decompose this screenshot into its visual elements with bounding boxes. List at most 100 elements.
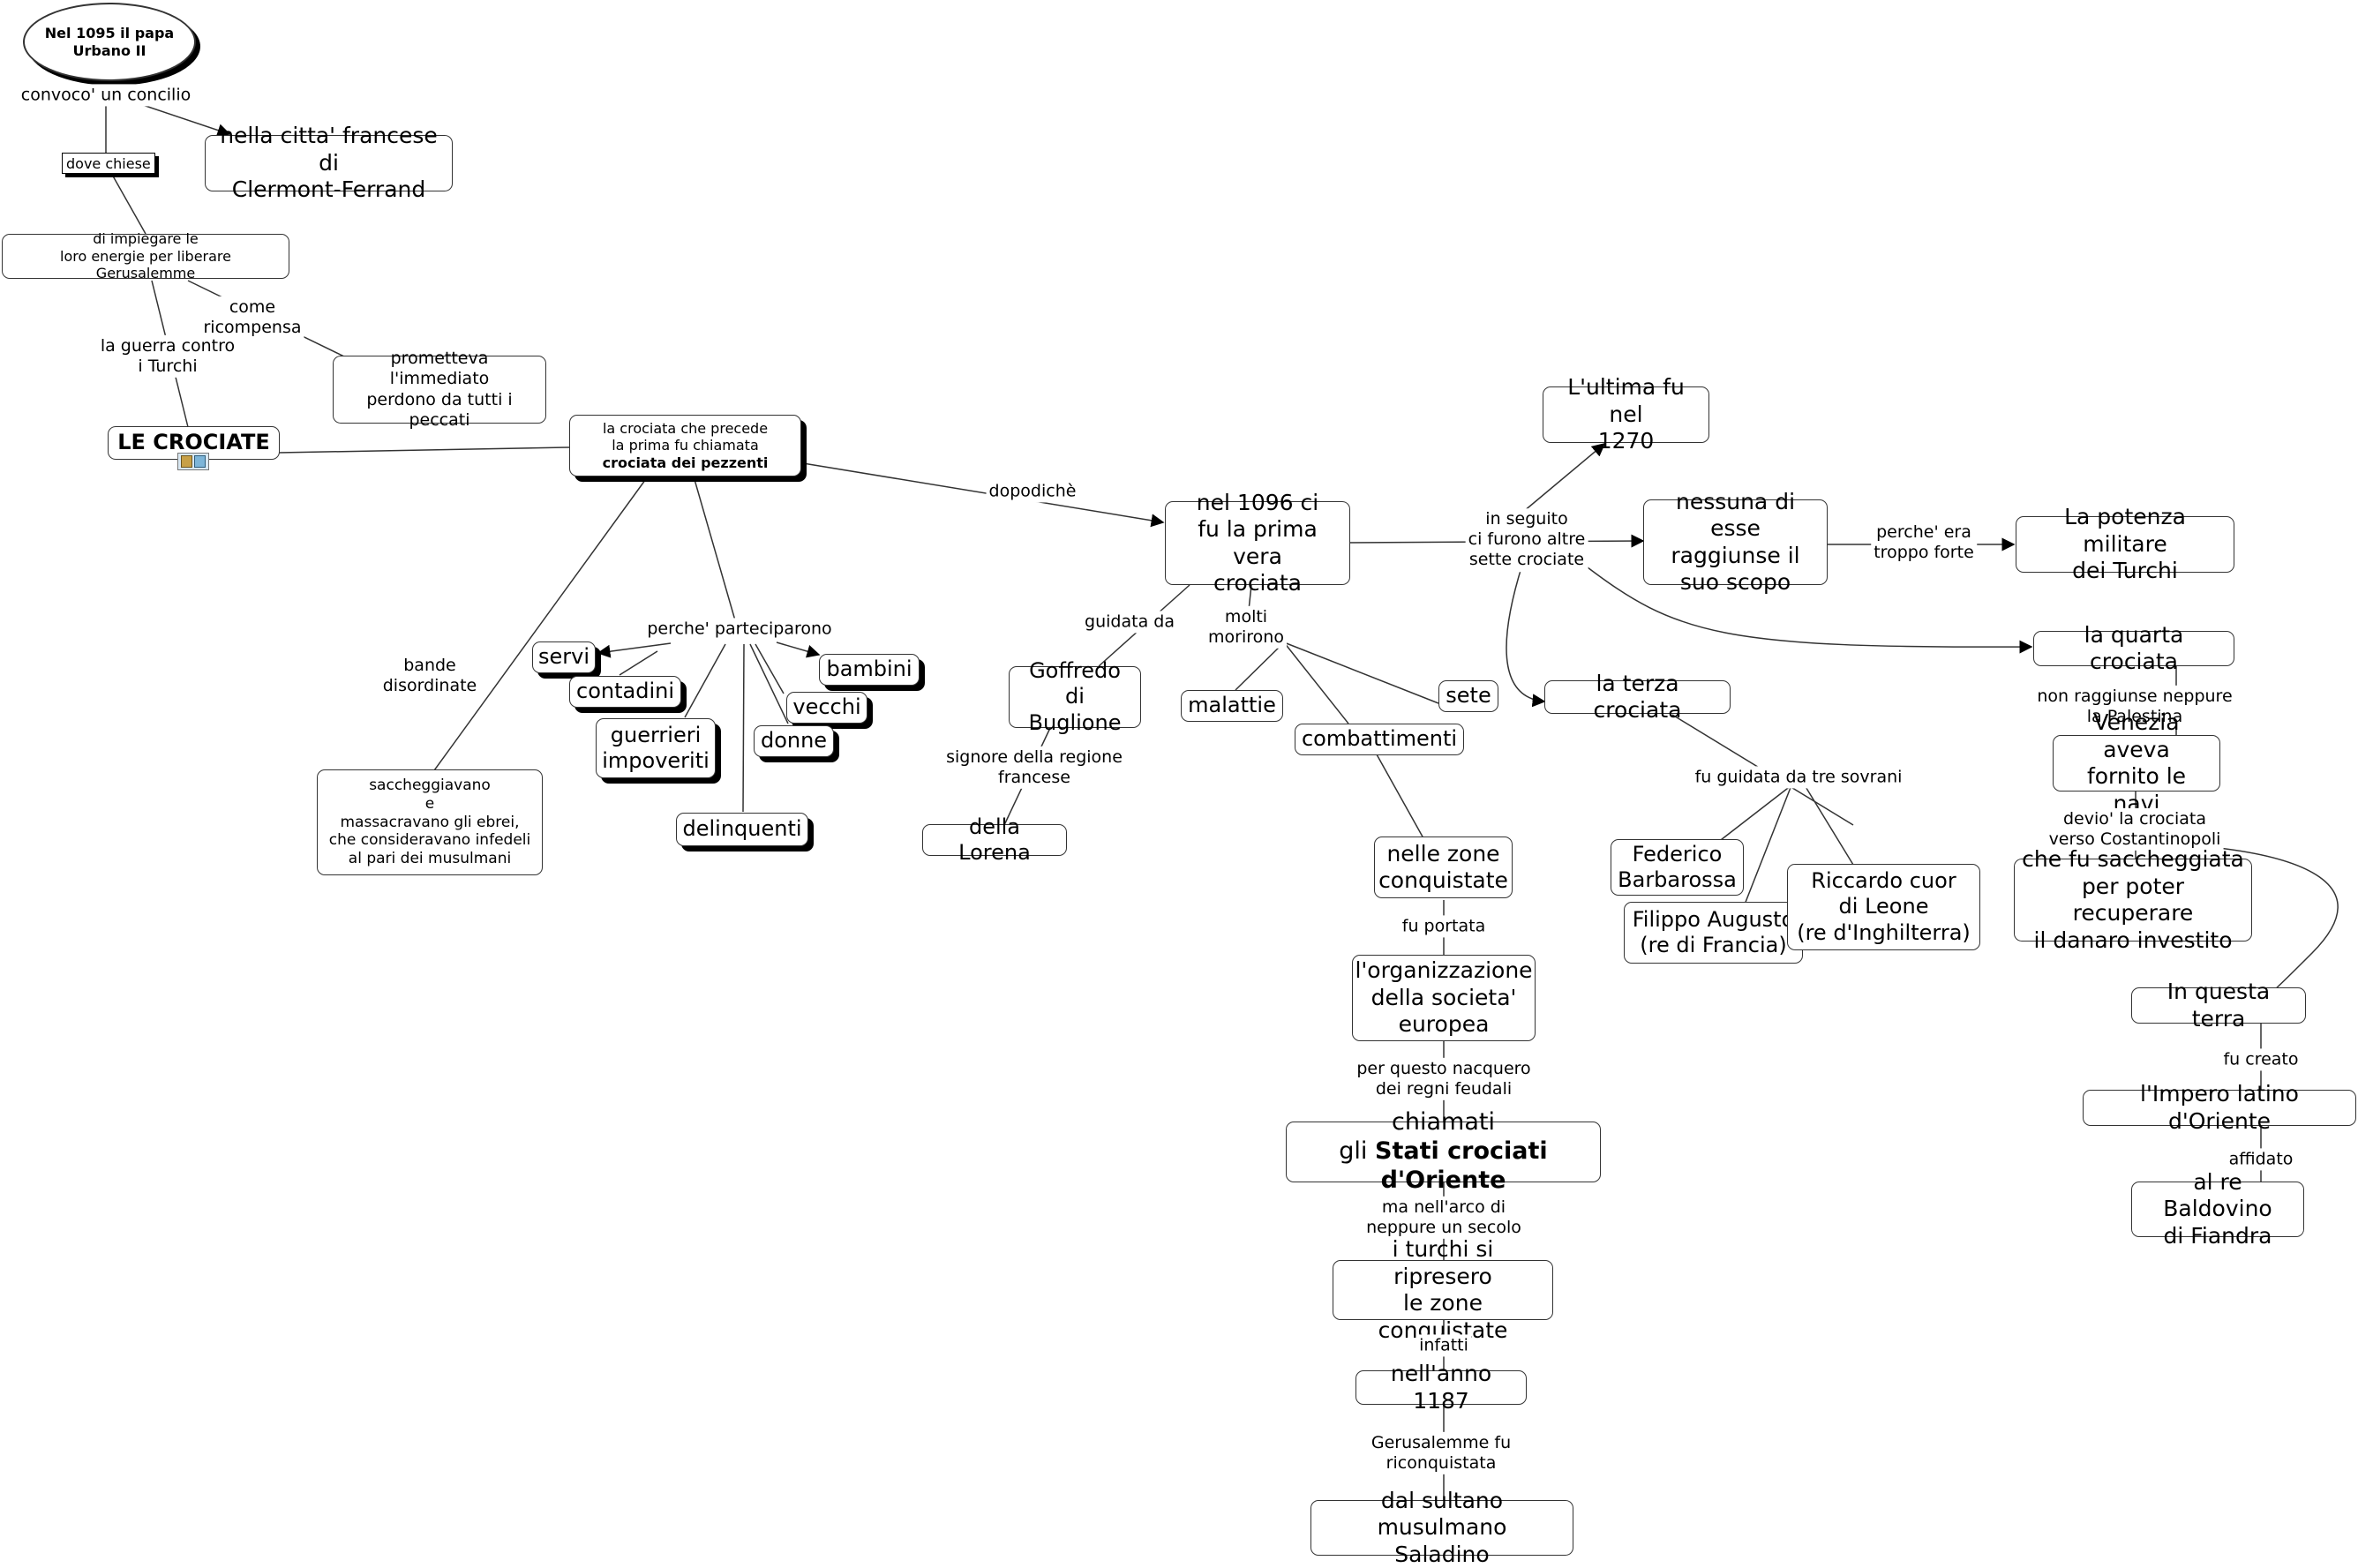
clermont-text: nella citta' francese di Clermont-Ferran… [220, 123, 438, 203]
lorena-node[interactable]: della Lorena [922, 814, 1067, 865]
bambini-node[interactable]: bambini [819, 654, 920, 686]
bambini-text: bambini [826, 656, 912, 682]
stati-crociati-text: Stati crociati d'Oriente [1375, 1137, 1548, 1194]
prima-vera-text: nel 1096 ci fu la prima vera crociata [1196, 489, 1319, 596]
label-per-questo: per questo nacquero dei regni feudali [1354, 1057, 1534, 1101]
baldovino-text: al re Baldovino di Fiandra [2163, 1168, 2272, 1249]
saladino-text: dal sultano musulmano Saladino [1377, 1487, 1507, 1567]
sete-node[interactable]: sete [1438, 680, 1498, 712]
quarta-text: la quarta crociata [2084, 621, 2184, 675]
terza-text: la terza crociata [1593, 670, 1682, 724]
zone-conquistate-text: nelle zone conquistate [1378, 840, 1508, 894]
servi-text: servi [538, 644, 590, 670]
goffredo-node[interactable]: Goffredo di Buglione [1009, 658, 1141, 735]
quarta-node[interactable]: la quarta crociata [2033, 622, 2234, 674]
label-non-raggiunse: non raggiunse neppure la Palestina [2034, 685, 2235, 729]
venezia-node[interactable]: Venezia aveva fornito le navi [2053, 709, 2220, 816]
urbano-node[interactable]: Nel 1095 il papa Urbano II [23, 3, 196, 81]
label-guerra-turchi: la guerra contro i Turchi [97, 334, 238, 379]
label-tre-sovrani: fu guidata da tre sovrani [1692, 766, 1905, 789]
label-come-ricompensa: come ricompensa [200, 296, 304, 340]
label-molti-morirono: molti morirono [1205, 605, 1287, 649]
clermont-node[interactable]: nella citta' francese di Clermont-Ferran… [205, 123, 453, 202]
zone-conquistate-node[interactable]: nelle zone conquistate [1374, 837, 1513, 898]
pezzenti-bold-text: crociata dei pezzenti [602, 454, 769, 471]
saladino-node[interactable]: dal sultano musulmano Saladino [1310, 1488, 1573, 1567]
potenza-node[interactable]: La potenza militare dei Turchi [2016, 504, 2234, 583]
questa-terra-node[interactable]: In questa terra [2131, 979, 2306, 1032]
impiegare-text: di impiegare le loro energie per liberar… [60, 230, 231, 282]
chiamati-node[interactable]: chiamati gli Stati crociati d'Oriente [1286, 1108, 1601, 1194]
ultima-text: L'ultima fu nel 1270 [1567, 374, 1685, 454]
saccheggiavano-text: saccheggiavano e massacravano gli ebrei,… [328, 776, 531, 868]
label-fu-creato: fu creato [2220, 1048, 2302, 1071]
impero-node[interactable]: l'Impero latino d'Oriente [2083, 1081, 2356, 1134]
contadini-text: contadini [576, 679, 674, 704]
guerrieri-text: guerrieri impoveriti [602, 722, 710, 773]
prima-vera-node[interactable]: nel 1096 ci fu la prima vera crociata [1165, 490, 1350, 596]
combattimenti-node[interactable]: combattimenti [1295, 724, 1464, 755]
federico-text: Federico Barbarossa [1618, 841, 1737, 892]
prometteva-text: prometteva l'immediato perdono da tutti … [366, 349, 513, 430]
label-ma-arco: ma nell'arco di neppure un secolo [1363, 1196, 1524, 1240]
goffredo-text: Goffredo di Buglione [1028, 658, 1122, 735]
label-in-seguito: in seguito ci furono altre sette crociat… [1465, 508, 1588, 572]
malattie-text: malattie [1188, 693, 1276, 718]
dove-chiese-text: dove chiese [66, 154, 151, 172]
riccardo-text: Riccardo cuor di Leone (re d'Inghilterra… [1797, 868, 1971, 945]
questa-terra-text: In questa terra [2167, 979, 2271, 1032]
organizzazione-node[interactable]: l'organizzazione della societa' europea [1352, 955, 1536, 1041]
vecchi-node[interactable]: vecchi [786, 692, 867, 724]
saccheggiavano-node[interactable]: saccheggiavano e massacravano gli ebrei,… [317, 769, 543, 875]
label-infatti: infatti [1416, 1334, 1471, 1357]
label-convoco: convoco' un concilio [18, 84, 194, 107]
label-signore: signore della regione francese [943, 746, 1125, 790]
delinquenti-node[interactable]: delinquenti [676, 813, 808, 846]
sete-text: sete [1446, 683, 1491, 709]
attachment-icon[interactable] [177, 453, 209, 470]
label-perche-era: perche' era troppo forte [1871, 521, 1977, 565]
delinquenti-text: delinquenti [682, 816, 802, 842]
prometteva-node[interactable]: prometteva l'immediato perdono da tutti … [333, 349, 546, 430]
saccheggiata-node[interactable]: che fu saccheggiata per poter recuperare… [2014, 846, 2252, 953]
impero-text: l'Impero latino d'Oriente [2140, 1081, 2299, 1134]
anno-1187-node[interactable]: nell'anno 1187 [1355, 1361, 1527, 1414]
label-bande: bande disordinate [379, 654, 480, 698]
federico-node[interactable]: Federico Barbarossa [1611, 839, 1744, 896]
baldovino-node[interactable]: al re Baldovino di Fiandra [2131, 1169, 2304, 1249]
filippo-text: Filippo Augusto (re di Francia) [1632, 906, 1795, 957]
pezzenti-text: la crociata che precede la prima fu chia… [602, 419, 769, 454]
label-perche-parteciparono: perche' parteciparono [644, 618, 835, 641]
dove-chiese-node[interactable]: dove chiese [62, 153, 155, 174]
combattimenti-text: combattimenti [1301, 726, 1458, 752]
label-guidata-da: guidata da [1082, 611, 1177, 634]
venezia-text: Venezia aveva fornito le navi [2086, 709, 2187, 816]
turchi-ripresero-node[interactable]: i turchi si ripresero le zone conquistat… [1333, 1236, 1553, 1343]
contadini-node[interactable]: contadini [569, 676, 681, 708]
label-fu-portata: fu portata [1399, 915, 1489, 938]
guerrieri-node[interactable]: guerrieri impoveriti [596, 718, 716, 778]
malattie-node[interactable]: malattie [1181, 690, 1283, 722]
servi-node[interactable]: servi [532, 641, 596, 673]
turchi-ripresero-text: i turchi si ripresero le zone conquistat… [1378, 1236, 1508, 1343]
lorena-text: della Lorena [958, 814, 1031, 865]
chiamati-prefix: gli [1339, 1137, 1376, 1166]
urbano-text: Nel 1095 il papa Urbano II [44, 25, 175, 59]
vecchi-text: vecchi [792, 694, 861, 720]
saccheggiata-text: che fu saccheggiata per poter recuperare… [2022, 846, 2244, 953]
label-devio: devio' la crociata verso Costantinopoli [2046, 807, 2224, 852]
donne-text: donne [760, 728, 828, 754]
label-dopodiche: dopodichè [986, 480, 1079, 503]
filippo-node[interactable]: Filippo Augusto (re di Francia) [1624, 902, 1803, 964]
ultima-node[interactable]: L'ultima fu nel 1270 [1543, 374, 1709, 454]
terza-node[interactable]: la terza crociata [1544, 671, 1731, 723]
nessuna-text: nessuna di esse raggiunse il suo scopo [1671, 488, 1800, 596]
label-gerusalemme: Gerusalemme fu riconquistata [1368, 1431, 1514, 1475]
riccardo-node[interactable]: Riccardo cuor di Leone (re d'Inghilterra… [1787, 864, 1980, 950]
impiegare-node[interactable]: di impiegare le loro energie per liberar… [2, 230, 289, 281]
nessuna-node[interactable]: nessuna di esse raggiunse il suo scopo [1643, 489, 1828, 595]
pezzenti-node[interactable]: la crociata che precede la prima fu chia… [569, 415, 801, 476]
donne-node[interactable]: donne [754, 725, 834, 757]
label-affidato: affidato [2226, 1148, 2296, 1171]
potenza-text: La potenza militare dei Turchi [2064, 504, 2186, 584]
